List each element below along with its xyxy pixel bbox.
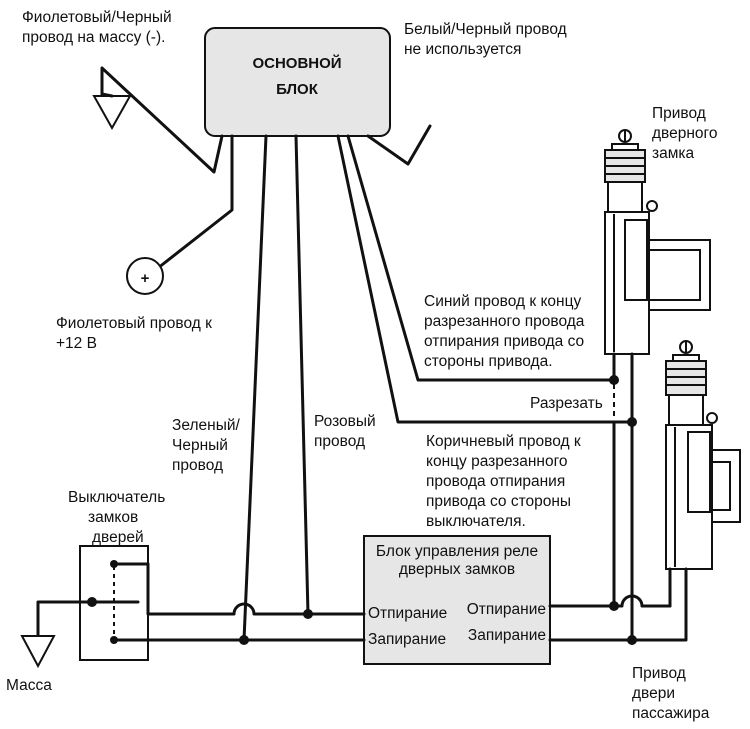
relay-lock-out-label: Запирание	[468, 627, 546, 644]
door-actuator-label-line2: дверного	[652, 125, 717, 142]
brown-wire	[336, 134, 634, 642]
passenger-actuator-label-line1: Привод	[632, 665, 686, 682]
brown-wire-label-line1: Коричневый провод к	[426, 433, 581, 450]
unused-wire-label-line1: Белый/Черный провод	[404, 21, 567, 38]
brown-wire-label-line2: концу разрезанного	[426, 453, 568, 470]
junction-dot	[303, 609, 313, 619]
switch-label-line3: дверей	[92, 529, 144, 546]
junction-dot	[239, 635, 249, 645]
blue-wire-label-line2: разрезанного провода	[424, 313, 585, 330]
power-wire-violet	[156, 134, 234, 270]
blue-wire	[346, 134, 616, 382]
ground-bottom-icon	[20, 635, 56, 669]
ground-wire-violet-black	[100, 66, 224, 174]
green-black-label-line2: Черный	[172, 437, 228, 454]
relay-lock-in-label: Запирание	[368, 631, 446, 648]
passenger-actuator-label-line3: пассажира	[632, 705, 710, 722]
blue-wire-label-line4: стороны привода.	[424, 353, 553, 370]
power-terminal-icon	[126, 257, 164, 295]
unused-wire-white-black	[366, 124, 432, 166]
junction-dot	[627, 417, 637, 427]
switch-ground-wire	[36, 600, 94, 638]
green-black-label-line1: Зеленый/	[172, 417, 240, 434]
blue-wire-label-line1: Синий провод к концу	[424, 293, 581, 310]
door-actuator-label-line3: замка	[652, 145, 695, 162]
pink-wire	[294, 134, 310, 616]
passenger-door-actuator-icon	[665, 340, 741, 570]
junction-dot	[627, 635, 637, 645]
brown-wire-label-line3: провода отпирания	[426, 473, 565, 490]
relay-box-title-line2: дверных замков	[399, 561, 515, 578]
relay-unlock-out-label: Отпирание	[467, 601, 546, 618]
cut-label: Разрезать	[530, 395, 603, 412]
switch-label-line2: замков	[88, 509, 138, 526]
passenger-actuator-wire-b	[630, 567, 688, 642]
unlock-input-wire	[108, 602, 366, 616]
ground-wire-label-line2: провод на массу (-).	[22, 29, 165, 46]
ground-wire-label-line1: Фиолетовый/Черный	[22, 9, 172, 26]
pink-label-line2: провод	[314, 433, 365, 450]
relay-box	[363, 535, 551, 665]
power-terminal-symbol: +	[141, 270, 150, 287]
relay-box-title-line1: Блок управления реле	[376, 543, 538, 560]
unused-wire-label-line2: не используется	[404, 41, 521, 58]
main-unit-label-line1: ОСНОВНОЙ	[252, 54, 341, 72]
relay-unlock-in-label: Отпирание	[368, 605, 447, 622]
ground-symbol-stem	[100, 92, 114, 98]
power-wire-label-line1: Фиолетовый провод к	[56, 315, 212, 332]
ground-label: Масса	[6, 677, 52, 694]
main-unit-label-line2: БЛОК	[276, 81, 319, 98]
brown-wire-label-line4: привода со стороны	[426, 493, 571, 510]
unlock-output-wire	[548, 594, 672, 608]
brown-wire-label-line5: выключателя.	[426, 513, 526, 530]
passenger-actuator-label-line2: двери	[632, 685, 675, 702]
green-black-wire	[242, 134, 268, 642]
blue-wire-label-line3: отпирания привода со	[424, 333, 584, 350]
pink-label-line1: Розовый	[314, 413, 376, 430]
door-actuator-label-line1: Привод	[652, 105, 706, 122]
junction-dot	[609, 375, 619, 385]
ground-symbol-icon	[92, 95, 132, 131]
junction-dot	[609, 601, 619, 611]
switch-label-line1: Выключатель	[68, 489, 165, 506]
green-black-label-line3: провод	[172, 457, 223, 474]
door-lock-actuator-icon	[604, 129, 711, 355]
power-wire-label-line2: +12 В	[56, 335, 97, 352]
